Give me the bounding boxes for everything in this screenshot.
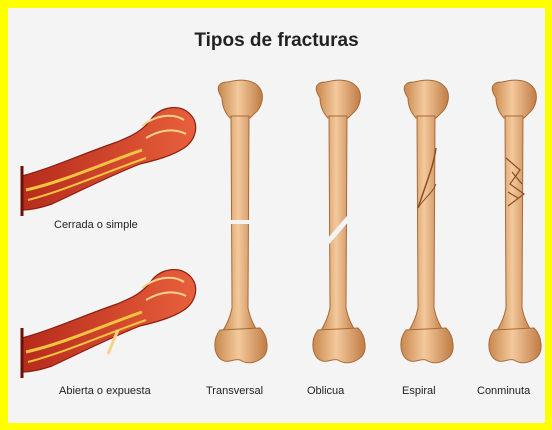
label-espiral: Espiral [402, 385, 436, 397]
label-transversal: Transversal [206, 385, 263, 397]
label-closed-fracture: Cerrada o simple [54, 219, 138, 231]
label-oblicua: Oblicua [307, 385, 344, 397]
fracture-illustration [8, 8, 545, 423]
bone-oblicua [313, 80, 365, 363]
label-open-fracture: Abierta o expuesta [59, 385, 151, 397]
arm-open-fracture [22, 270, 196, 378]
bone-conminuta [489, 80, 541, 363]
label-conminuta: Conminuta [477, 385, 530, 397]
arm-closed-fracture [22, 108, 196, 216]
bone-transversal [215, 80, 267, 363]
illustration-frame: Tipos de fracturas [8, 8, 545, 423]
bone-espiral [401, 80, 453, 363]
